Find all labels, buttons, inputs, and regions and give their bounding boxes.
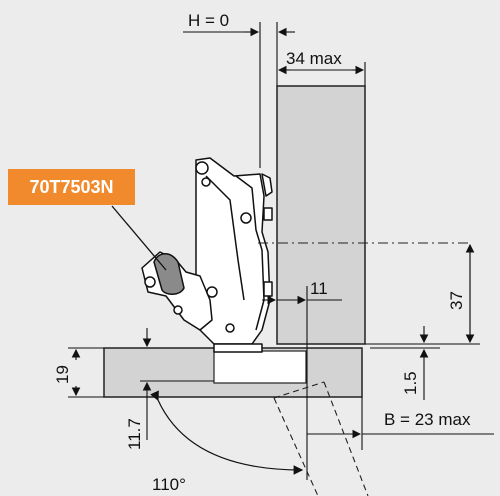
dim-h	[183, 22, 295, 168]
label-11-7: 11.7	[125, 418, 144, 450]
label-1-5: 1.5	[401, 371, 420, 395]
label-37: 37	[447, 291, 466, 310]
label-angle: 110°	[152, 475, 186, 494]
dim-34	[277, 62, 366, 86]
part-number-callout: 70T7503N	[8, 169, 135, 205]
opened-door-outline	[273, 381, 369, 496]
dim-37	[365, 243, 480, 345]
label-11: 11	[310, 279, 328, 298]
door-panel	[276, 85, 366, 345]
dim-19	[68, 347, 104, 398]
dim-b	[307, 397, 494, 450]
dim-11	[262, 286, 342, 480]
label-b: B = 23 max	[384, 410, 471, 429]
label-19: 19	[53, 365, 72, 384]
angle-arc	[150, 390, 304, 475]
callout-pointer	[111, 205, 167, 271]
dim-11-7	[140, 328, 214, 440]
label-h: H = 0	[188, 11, 229, 30]
hinge-body	[141, 157, 273, 353]
dim-1-5	[370, 326, 440, 400]
label-34: 34 max	[286, 49, 342, 68]
hinge-pivots	[144, 161, 252, 333]
mounting-plate-slot	[213, 350, 307, 384]
